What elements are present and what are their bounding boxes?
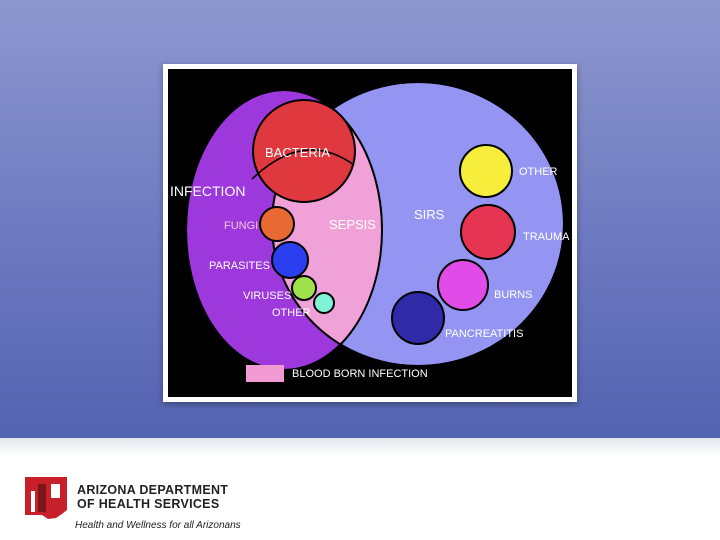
figure-canvas: INFECTION BACTERIA SEPSIS SIRS FUNGI PAR… bbox=[168, 69, 572, 397]
other-infection-label: OTHER bbox=[272, 307, 311, 319]
other-sirs-circle bbox=[459, 144, 513, 198]
adhs-logo-icon bbox=[22, 474, 72, 522]
burns-label: BURNS bbox=[494, 289, 533, 301]
pancreatitis-label: PANCREATITIS bbox=[445, 328, 523, 340]
org-name-line-1: ARIZONA DEPARTMENT bbox=[77, 483, 229, 497]
sepsis-venn-figure: INFECTION BACTERIA SEPSIS SIRS FUNGI PAR… bbox=[163, 64, 577, 402]
org-tagline: Health and Wellness for all Arizonans bbox=[75, 520, 241, 531]
viruses-circle bbox=[291, 275, 317, 301]
bacteria-arc bbox=[251, 149, 355, 180]
sepsis-label: SEPSIS bbox=[329, 217, 376, 232]
sirs-label: SIRS bbox=[414, 207, 445, 222]
pancreatitis-circle bbox=[391, 291, 445, 345]
other-sirs-label: OTHER bbox=[519, 166, 558, 178]
legend-label: BLOOD BORN INFECTION bbox=[292, 368, 428, 380]
fungi-circle bbox=[259, 206, 295, 242]
org-name-line-2: OF HEALTH SERVICES bbox=[77, 497, 220, 511]
legend-swatch bbox=[246, 365, 284, 382]
viruses-label: VIRUSES bbox=[243, 290, 291, 302]
slide-background-fade bbox=[0, 438, 720, 456]
parasites-label: PARASITES bbox=[209, 260, 270, 272]
infection-label: INFECTION bbox=[170, 183, 245, 199]
other-infection-circle bbox=[313, 292, 335, 314]
burns-circle bbox=[437, 259, 489, 311]
fungi-label: FUNGI bbox=[224, 220, 258, 232]
trauma-label: TRAUMA bbox=[523, 231, 570, 243]
venn-diagram: INFECTION BACTERIA SEPSIS SIRS FUNGI PAR… bbox=[170, 81, 570, 382]
trauma-circle bbox=[460, 204, 516, 260]
bacteria-label: BACTERIA bbox=[265, 145, 330, 160]
parasites-circle bbox=[271, 241, 309, 279]
